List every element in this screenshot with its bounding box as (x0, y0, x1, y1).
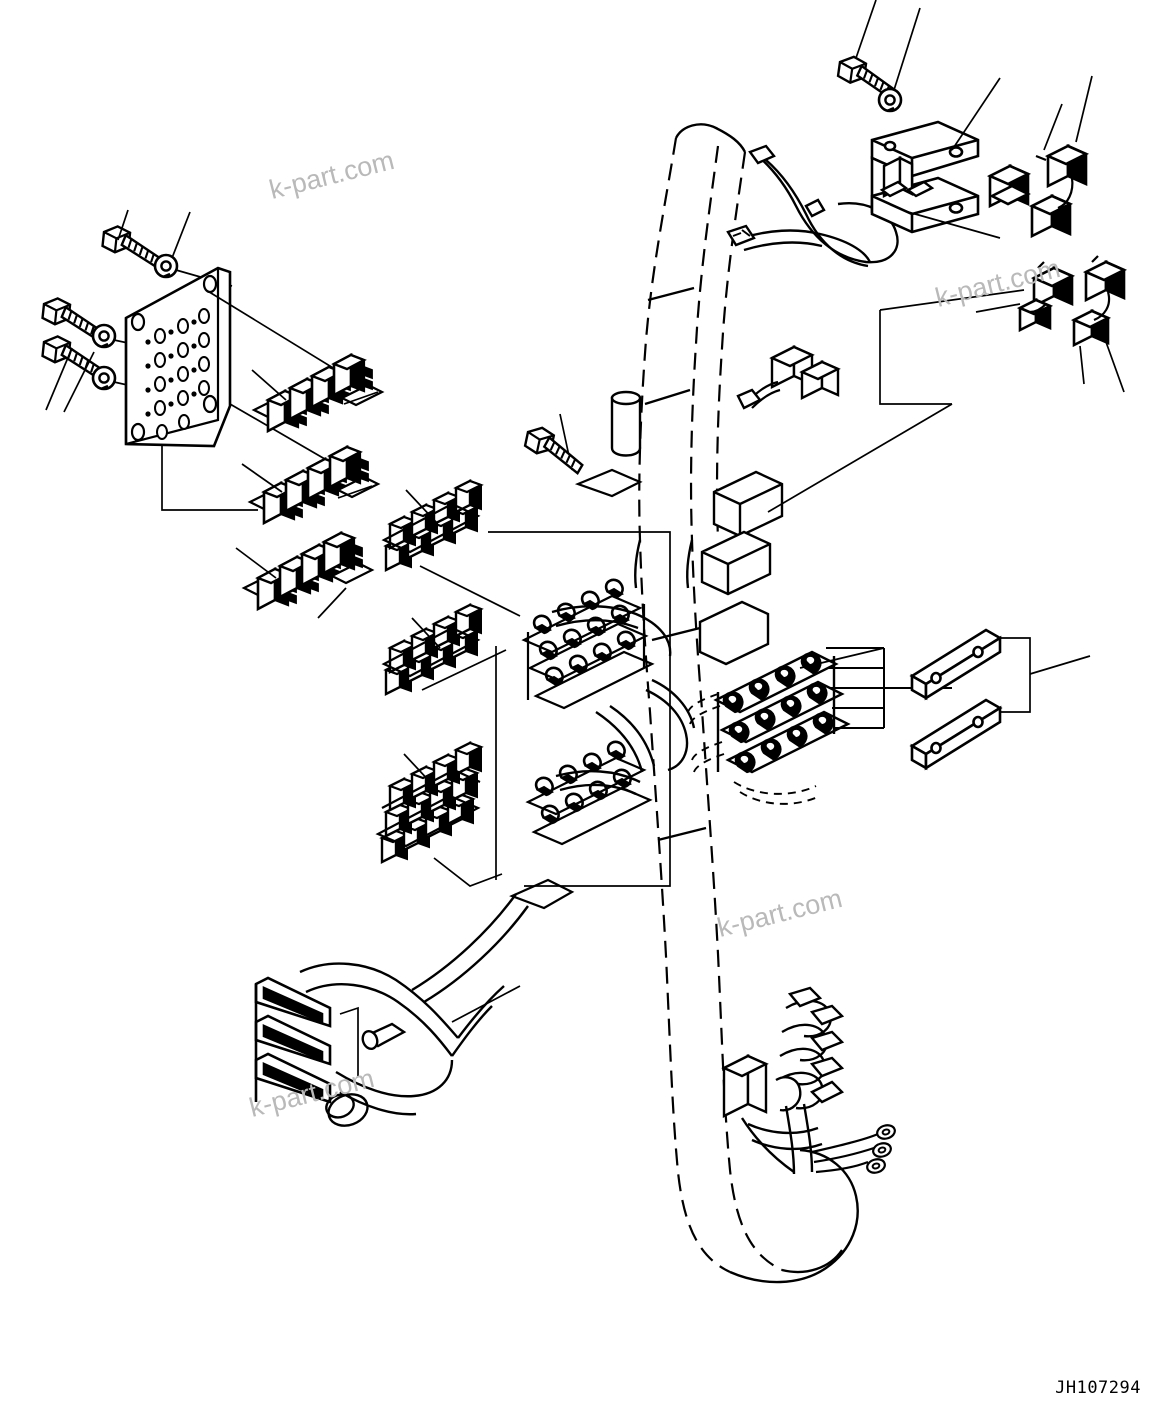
upper-harness-connectors (736, 345, 841, 410)
bracket-relay-3 (1028, 193, 1074, 239)
mounting-plate (124, 266, 232, 448)
relay-row-3 (242, 531, 374, 611)
leader-lines-bracket-fasteners (855, 0, 921, 91)
trunk-arrow-marks (509, 468, 643, 910)
support-bar-1 (909, 628, 1003, 701)
bracket-relay-1 (986, 163, 1032, 209)
center-bolt (520, 423, 590, 476)
plate-washer-3 (91, 365, 117, 391)
controller-connector-stack (254, 976, 332, 1104)
lead-connector-wires (1029, 255, 1111, 322)
clamp-grid-right (687, 647, 952, 805)
lead-connector-1 (1030, 265, 1076, 309)
harness-trunk (638, 137, 783, 1273)
bracket-washer (877, 87, 903, 113)
connector-block-lower (375, 741, 483, 864)
leader-lines-relay-rows (235, 369, 379, 619)
harness-stub (610, 390, 642, 457)
lead-connector-2 (1082, 259, 1128, 303)
leader-lines-controller (339, 985, 521, 1076)
bracket-relay-2 (1044, 143, 1090, 189)
group-boundary-lines (488, 531, 671, 887)
ring-terminal-leads (811, 1132, 879, 1174)
ring-terminal-2 (870, 1140, 894, 1160)
plate-washer-1 (153, 253, 179, 279)
leader-lines-bracket (907, 77, 1001, 239)
relay-row-2 (248, 445, 380, 525)
central-clamp-assembly (521, 578, 672, 710)
lead-connector-3 (1016, 297, 1054, 333)
harness-branch-center (595, 678, 696, 773)
plate-washer-2 (91, 323, 117, 349)
leader-lines-connector-blocks (403, 489, 521, 887)
harness-branch-bottom (740, 1103, 814, 1175)
harness-trunk-solid-edges (634, 123, 859, 1284)
connector-block-upper (381, 479, 483, 572)
leader-lines-bracket-relays (1043, 75, 1093, 151)
drawing-number: JH107294 (1055, 1378, 1141, 1398)
ring-terminal-1 (874, 1122, 898, 1142)
support-bar-2 (909, 698, 1003, 771)
ring-terminal-3 (864, 1156, 888, 1176)
bracket-mounted-relays (879, 156, 935, 198)
relay-row-1 (252, 353, 384, 433)
bracket-relay-wires (1035, 154, 1074, 210)
connector-block-middle (381, 603, 483, 696)
controller-hose (299, 962, 505, 1127)
leader-lines-lead-connectors (879, 289, 1125, 405)
lead-connector-4 (1070, 308, 1112, 348)
coiled-wire-bundle (777, 986, 845, 1110)
lower-clamp-assembly (525, 740, 653, 846)
harness-junction-blocks (698, 470, 784, 666)
bottom-harness-clamps (721, 1054, 845, 1151)
leader-lines-support-bars (1000, 637, 1091, 713)
harness-tail-left (411, 893, 529, 1004)
